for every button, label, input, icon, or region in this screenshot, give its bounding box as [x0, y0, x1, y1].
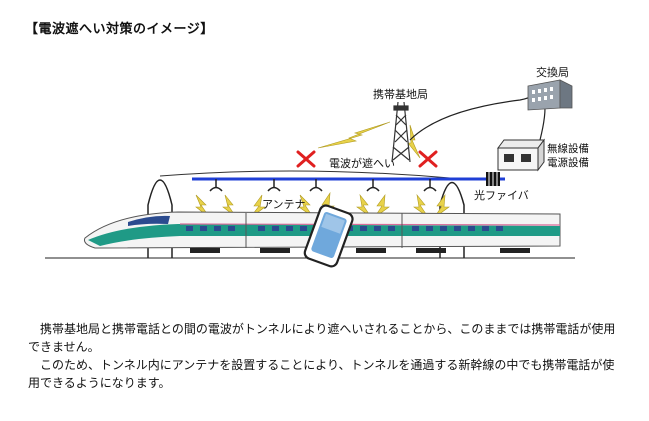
label-blocked: 電波が遮へい — [329, 156, 395, 170]
label-fiber: 光ファイバ — [474, 188, 529, 202]
signal-bolts — [195, 121, 450, 219]
label-equipment-1: 無線設備 — [547, 142, 589, 155]
shinkansen-train — [84, 211, 561, 253]
antenna — [366, 179, 380, 192]
mobile-phone-icon — [303, 204, 354, 268]
antenna — [309, 179, 323, 192]
paragraph: 携帯基地局と携帯電話との間の電波がトンネルにより遮へいされることから、このままで… — [28, 322, 616, 354]
label-antenna: アンテナ — [262, 198, 306, 211]
label-base-station: 携帯基地局 — [373, 87, 428, 101]
exchange-building — [527, 79, 573, 111]
page-title: 【電波遮へい対策のイメージ】 — [25, 22, 214, 37]
blocked-x-marks — [296, 150, 438, 168]
tunnel-arch-left — [147, 179, 173, 258]
antenna — [423, 179, 437, 192]
cable-equipment-exchange — [539, 107, 546, 141]
equipment-box — [497, 138, 545, 172]
antenna — [209, 179, 223, 192]
signal-bolt-large — [407, 124, 421, 159]
antenna — [267, 179, 281, 192]
cable-to-exchange — [409, 94, 535, 141]
antenna-group — [209, 179, 437, 192]
paragraph: このため、トンネル内にアンテナを設置することにより、トンネルを通過する新幹線の中… — [28, 358, 615, 390]
base-station-tower — [391, 101, 411, 163]
description-text: 携帯基地局と携帯電話との間の電波がトンネルにより遮へいされることから、このままで… — [28, 320, 618, 392]
label-exchange: 交換局 — [536, 65, 569, 79]
label-equipment-2: 電源設備 — [547, 156, 589, 169]
tunnel-roof — [159, 170, 451, 179]
signal-bolt-large — [317, 121, 391, 149]
